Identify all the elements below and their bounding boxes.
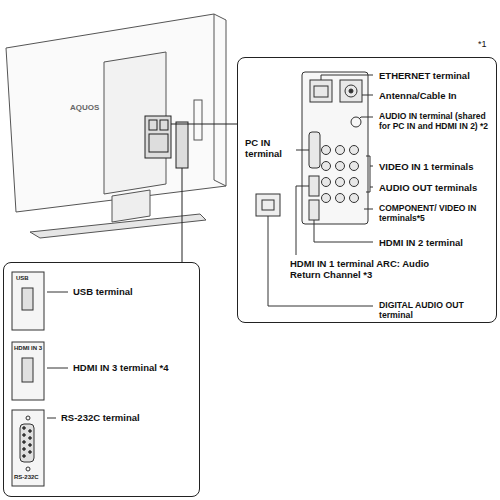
- terminal-label: Antenna/Cable In: [378, 91, 458, 102]
- rca-jack: [336, 162, 345, 171]
- rca-jack: [350, 146, 359, 155]
- bracket: [366, 156, 370, 192]
- terminal-label: ETHERNET terminal: [378, 71, 471, 82]
- leader-line: [370, 187, 373, 188]
- port-marking: USB: [16, 275, 29, 282]
- leader-line: [47, 368, 68, 369]
- terminal-label: VIDEO IN 1 terminals: [378, 162, 475, 173]
- tv-edge: [214, 14, 226, 186]
- antenna-connector: [345, 85, 357, 97]
- rca-jack: [322, 194, 331, 203]
- leader-line: [321, 75, 373, 80]
- pin: [29, 437, 32, 440]
- pin: [23, 434, 26, 437]
- terminal-label: RS-232C terminal: [60, 413, 141, 424]
- terminal-label: HDMI IN 1 terminal ARC: Audio Return Cha…: [289, 259, 431, 281]
- tv-port: [160, 120, 168, 130]
- rca-jack: [336, 178, 345, 187]
- side-terminals: [176, 122, 188, 168]
- rear-housing: [104, 52, 166, 194]
- terminal-label: AUDIO IN terminal (shared for PC IN and …: [378, 112, 496, 132]
- pin: [29, 430, 32, 433]
- terminal-label: COMPONENT/ VIDEO IN terminals*5: [378, 204, 496, 224]
- port-marking: HDMI IN 3: [14, 345, 42, 352]
- pin: [23, 441, 26, 444]
- leader-line: [314, 220, 373, 242]
- rca-jacks: [322, 146, 359, 203]
- rs232c-pins: [23, 427, 32, 458]
- pin: [23, 427, 26, 430]
- hdmi-port: [22, 358, 33, 382]
- leader-line: [182, 168, 183, 262]
- leader-line: [362, 95, 373, 96]
- callout-panel: ETHERNET terminalAntenna/Cable In AUDIO I…: [237, 57, 497, 323]
- ethernet-jack: [310, 80, 332, 102]
- port-marking: RS-232C: [14, 474, 39, 481]
- pin: [29, 444, 32, 447]
- brand-mark: AQUOS: [70, 104, 99, 113]
- ethernet-socket: [314, 86, 328, 97]
- terminal-label: HDMI IN 2 terminal: [378, 238, 464, 249]
- rca-jack: [336, 194, 345, 203]
- leader-line: [359, 117, 373, 119]
- rca-jack: [322, 146, 331, 155]
- pc-in-port: [309, 132, 320, 168]
- rca-jack: [350, 194, 359, 203]
- digital-audio-out-port: [256, 194, 280, 216]
- leader-line: [171, 124, 237, 125]
- tv-port: [149, 120, 157, 130]
- terminal-label: PC IN terminal: [244, 138, 296, 160]
- stand-neck: [112, 190, 150, 222]
- terminal-label: USB terminal: [72, 287, 134, 298]
- screw: [26, 467, 30, 471]
- rca-jack: [322, 178, 331, 187]
- terminal-label: HDMI IN 3 terminal *4: [72, 363, 170, 374]
- rca-jack: [322, 162, 331, 171]
- pin: [23, 455, 26, 458]
- optical-socket: [262, 200, 274, 210]
- tv-port: [149, 134, 168, 152]
- usb-plate: [12, 272, 44, 330]
- hdmi-port: [309, 200, 319, 220]
- rs232c-plate: [12, 410, 44, 486]
- terminal-plate: [302, 72, 368, 224]
- terminal-label: AUDIO OUT terminals: [378, 183, 478, 194]
- leader-line: [370, 166, 373, 167]
- stand-base: [30, 214, 206, 238]
- rca-jack: [336, 146, 345, 155]
- pin: [23, 448, 26, 451]
- screw: [26, 416, 30, 420]
- rca-jack: [350, 162, 359, 171]
- antenna-pin: [349, 89, 353, 93]
- hdmi-port: [309, 176, 319, 196]
- leader-line: [47, 418, 56, 419]
- leader-line: [296, 186, 309, 255]
- pin: [29, 451, 32, 454]
- terminal-cluster: [145, 116, 171, 158]
- footnote-mark: *1: [478, 40, 487, 50]
- leader-line: [47, 292, 68, 293]
- hdmi-plate: [12, 342, 44, 400]
- usb-port: [22, 288, 33, 310]
- callout-panel: USB terminalHDMI IN 3 terminal *4 RS-232C…: [3, 262, 200, 497]
- rca-jack: [350, 178, 359, 187]
- tv-back: [6, 14, 226, 212]
- side-panel: [194, 100, 202, 140]
- rs232c-port: [20, 424, 34, 462]
- antenna-block: [340, 80, 362, 102]
- leader-line: [364, 209, 373, 210]
- terminal-label: DIGITAL AUDIO OUT terminal: [378, 300, 490, 320]
